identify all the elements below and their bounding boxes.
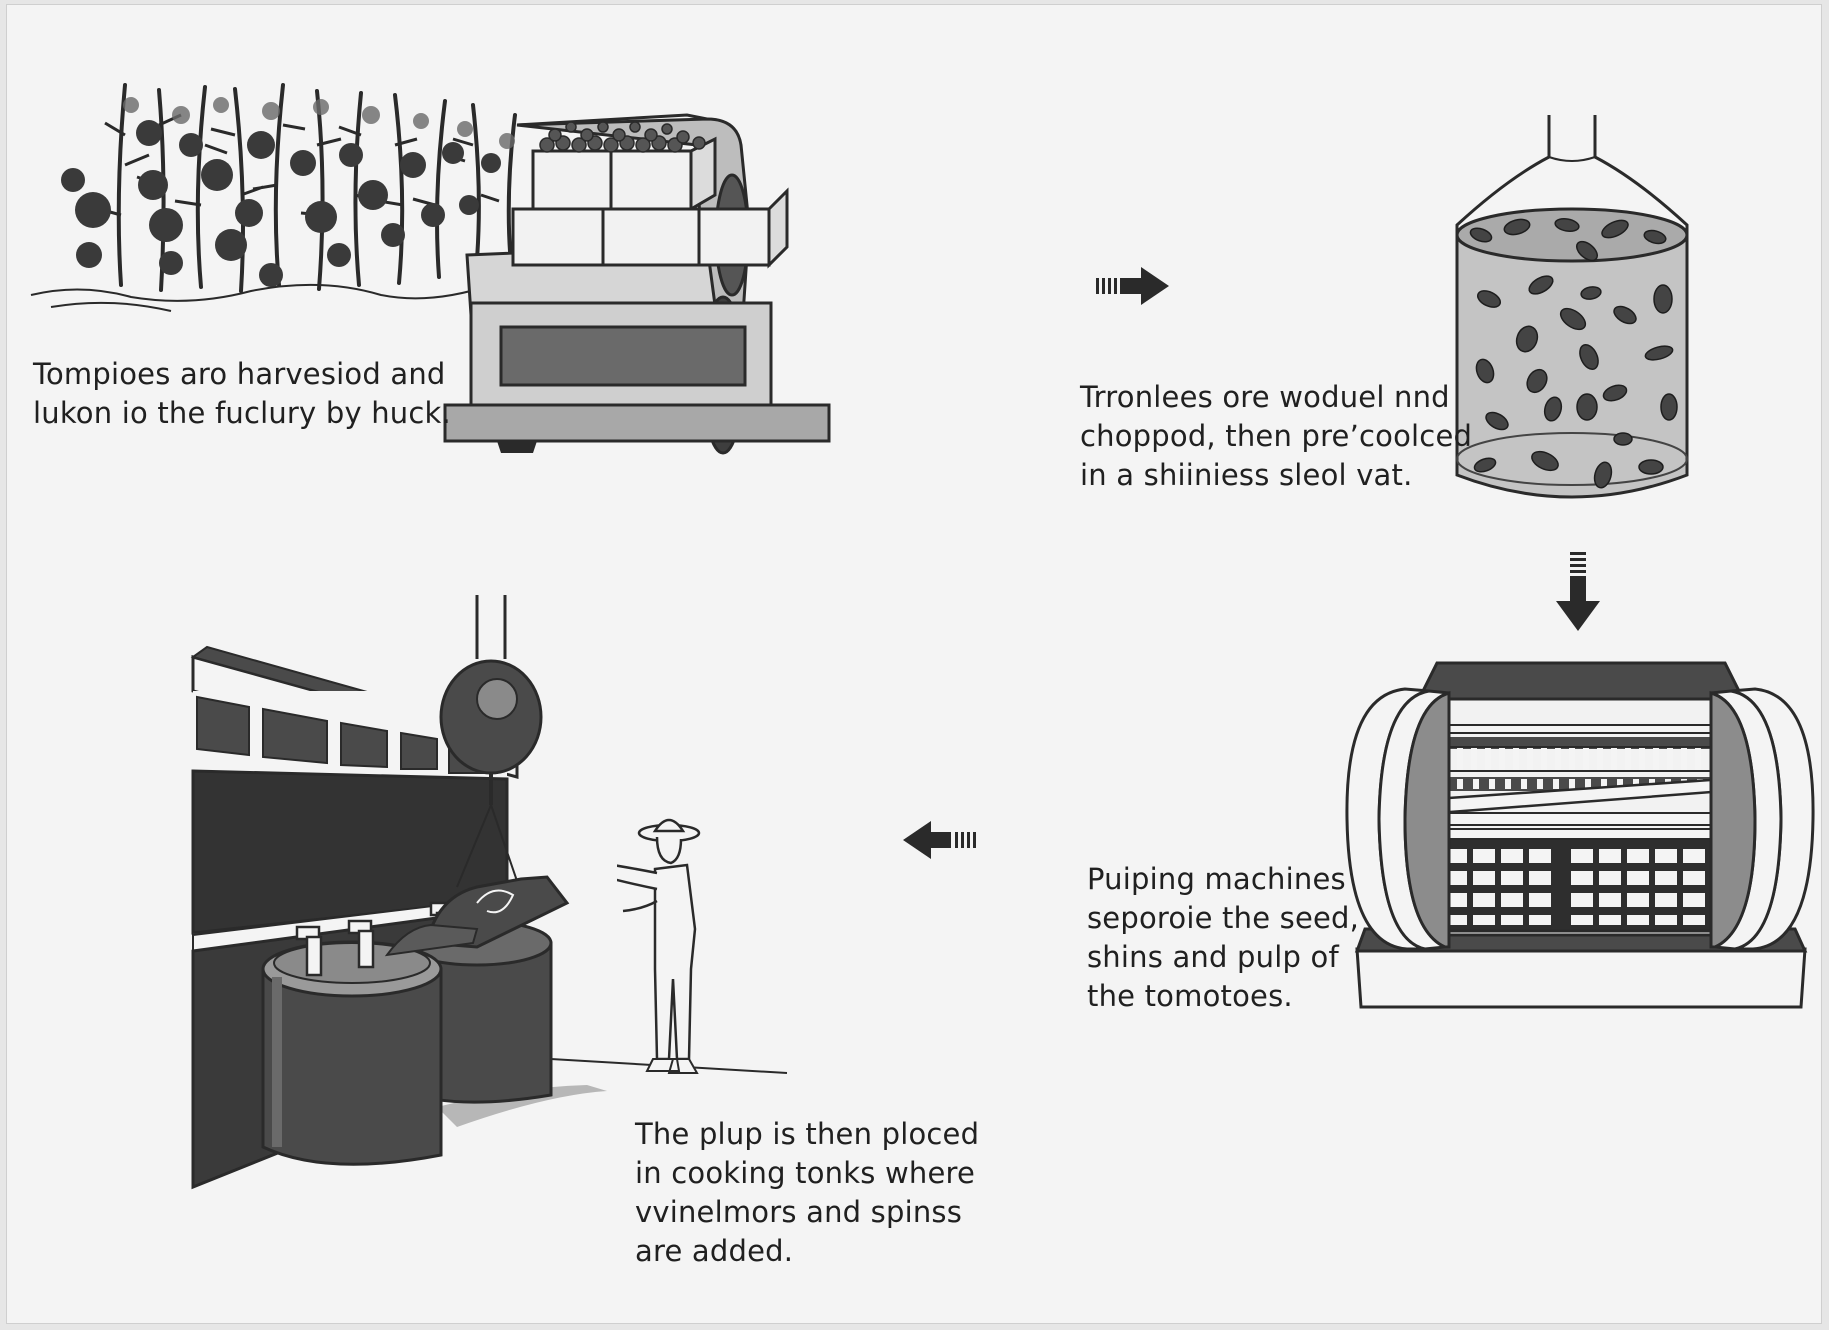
caption-line: in cooking tonks where [635, 1156, 976, 1190]
arrow-right-icon [1096, 267, 1169, 305]
caption-line: the tomotoes. [1087, 979, 1293, 1013]
caption-line: The plup is then ploced [635, 1117, 980, 1151]
worker-icon [617, 818, 701, 1074]
tomato-plants-icon [30, 83, 517, 312]
caption-line: choppod, then pre’coolced [1080, 419, 1473, 453]
process-diagram: Tompioes aro harvesiod and lukon io the … [6, 4, 1822, 1324]
caption-line: are added. [635, 1234, 794, 1268]
caption-line: Puiping machines [1087, 862, 1346, 896]
caption-line: Trronlees ore woduel nnd [1080, 380, 1450, 414]
caption-line: in a shiiniess sleol vat. [1080, 458, 1413, 492]
caption-line: seporoie the seed, [1087, 901, 1360, 935]
caption-line: shins and pulp of [1087, 940, 1339, 974]
step-3-caption: Puiping machines seporoie the seed, shin… [1087, 860, 1359, 1016]
steel-vat-icon [1455, 115, 1689, 499]
step-4-caption: The plup is then ploced in cooking tonks… [635, 1115, 979, 1271]
arrow-down-icon [1556, 552, 1600, 631]
step-2-caption: Trronlees ore woduel nnd choppod, then p… [1080, 378, 1472, 495]
truck-icon [443, 113, 831, 455]
step-1-caption: Tompioes aro harvesiod and lukon io the … [33, 355, 451, 433]
caption-line: Tompioes aro harvesiod and [33, 357, 446, 391]
arrow-left-icon [903, 821, 976, 859]
pulping-machine-icon [1345, 661, 1815, 1009]
caption-line: lukon io the fuclury by huck. [33, 396, 451, 430]
cooking-tanks-icon [190, 595, 788, 1190]
caption-line: vvinelmors and spinss [635, 1195, 963, 1229]
